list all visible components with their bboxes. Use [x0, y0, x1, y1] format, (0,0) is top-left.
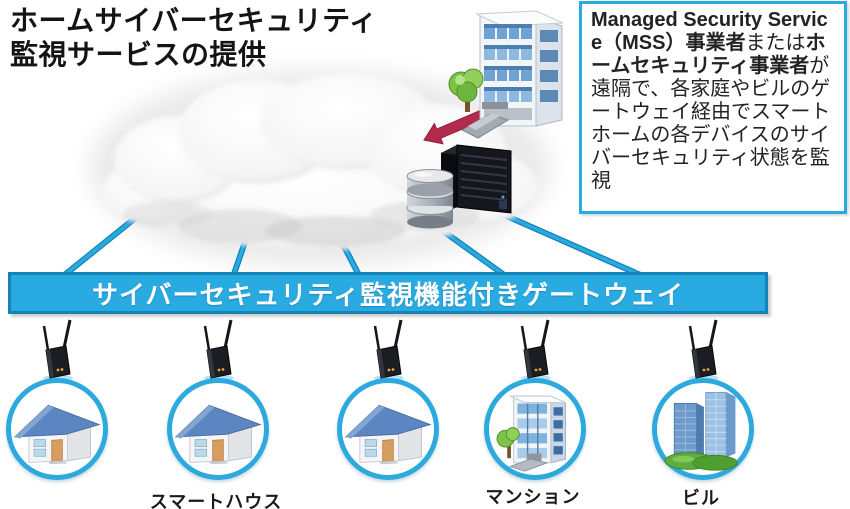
gateway-banner: サイバーセキュリティ監視機能付きゲートウェイ	[8, 272, 768, 314]
database-icon	[406, 169, 454, 229]
smart-house-icon	[344, 404, 432, 465]
apartment-building-icon	[496, 395, 567, 472]
smart-house-icon	[174, 404, 262, 465]
site-circle	[337, 378, 439, 480]
info-segment-home-security: ホームセキュリティ事業者	[591, 32, 826, 77]
router-icon	[373, 319, 404, 381]
tree-icon	[448, 68, 484, 112]
info-box: Managed Security Service（MSS）事業者またはホームセキ…	[579, 1, 847, 214]
smart-house-icon	[13, 404, 101, 465]
page-title: ホームサイバーセキュリティ 監視サービスの提供	[10, 4, 377, 72]
office-building-icon	[448, 10, 564, 139]
site-circle	[652, 378, 754, 480]
title-line-1: ホームサイバーセキュリティ	[10, 5, 378, 36]
site-label-apartment: マンション	[485, 487, 581, 507]
site-label-smart-house: スマートハウス	[149, 492, 283, 509]
site-label-towers: ビル	[682, 488, 720, 508]
gateway-banner-label: サイバーセキュリティ監視機能付きゲートウェイ	[92, 279, 684, 310]
office-towers-icon	[664, 391, 738, 471]
site-circle	[167, 378, 269, 480]
router-icon	[42, 319, 73, 381]
info-segment-mss: Managed Security Service（MSS）事業者	[591, 9, 828, 54]
router-icon	[203, 319, 234, 381]
router-icon	[688, 319, 719, 381]
router-icon	[520, 319, 551, 381]
site-circle	[6, 378, 108, 480]
site-circle	[484, 378, 586, 480]
title-line-2: 監視サービスの提供	[10, 39, 267, 70]
info-segment-or: または	[745, 32, 806, 54]
tree-icon	[496, 427, 520, 459]
info-segment-rest: が遠隔で、各家庭やビルのゲートウェイ経由でスマートホームの各デバイスのサイバーセ…	[591, 55, 831, 192]
